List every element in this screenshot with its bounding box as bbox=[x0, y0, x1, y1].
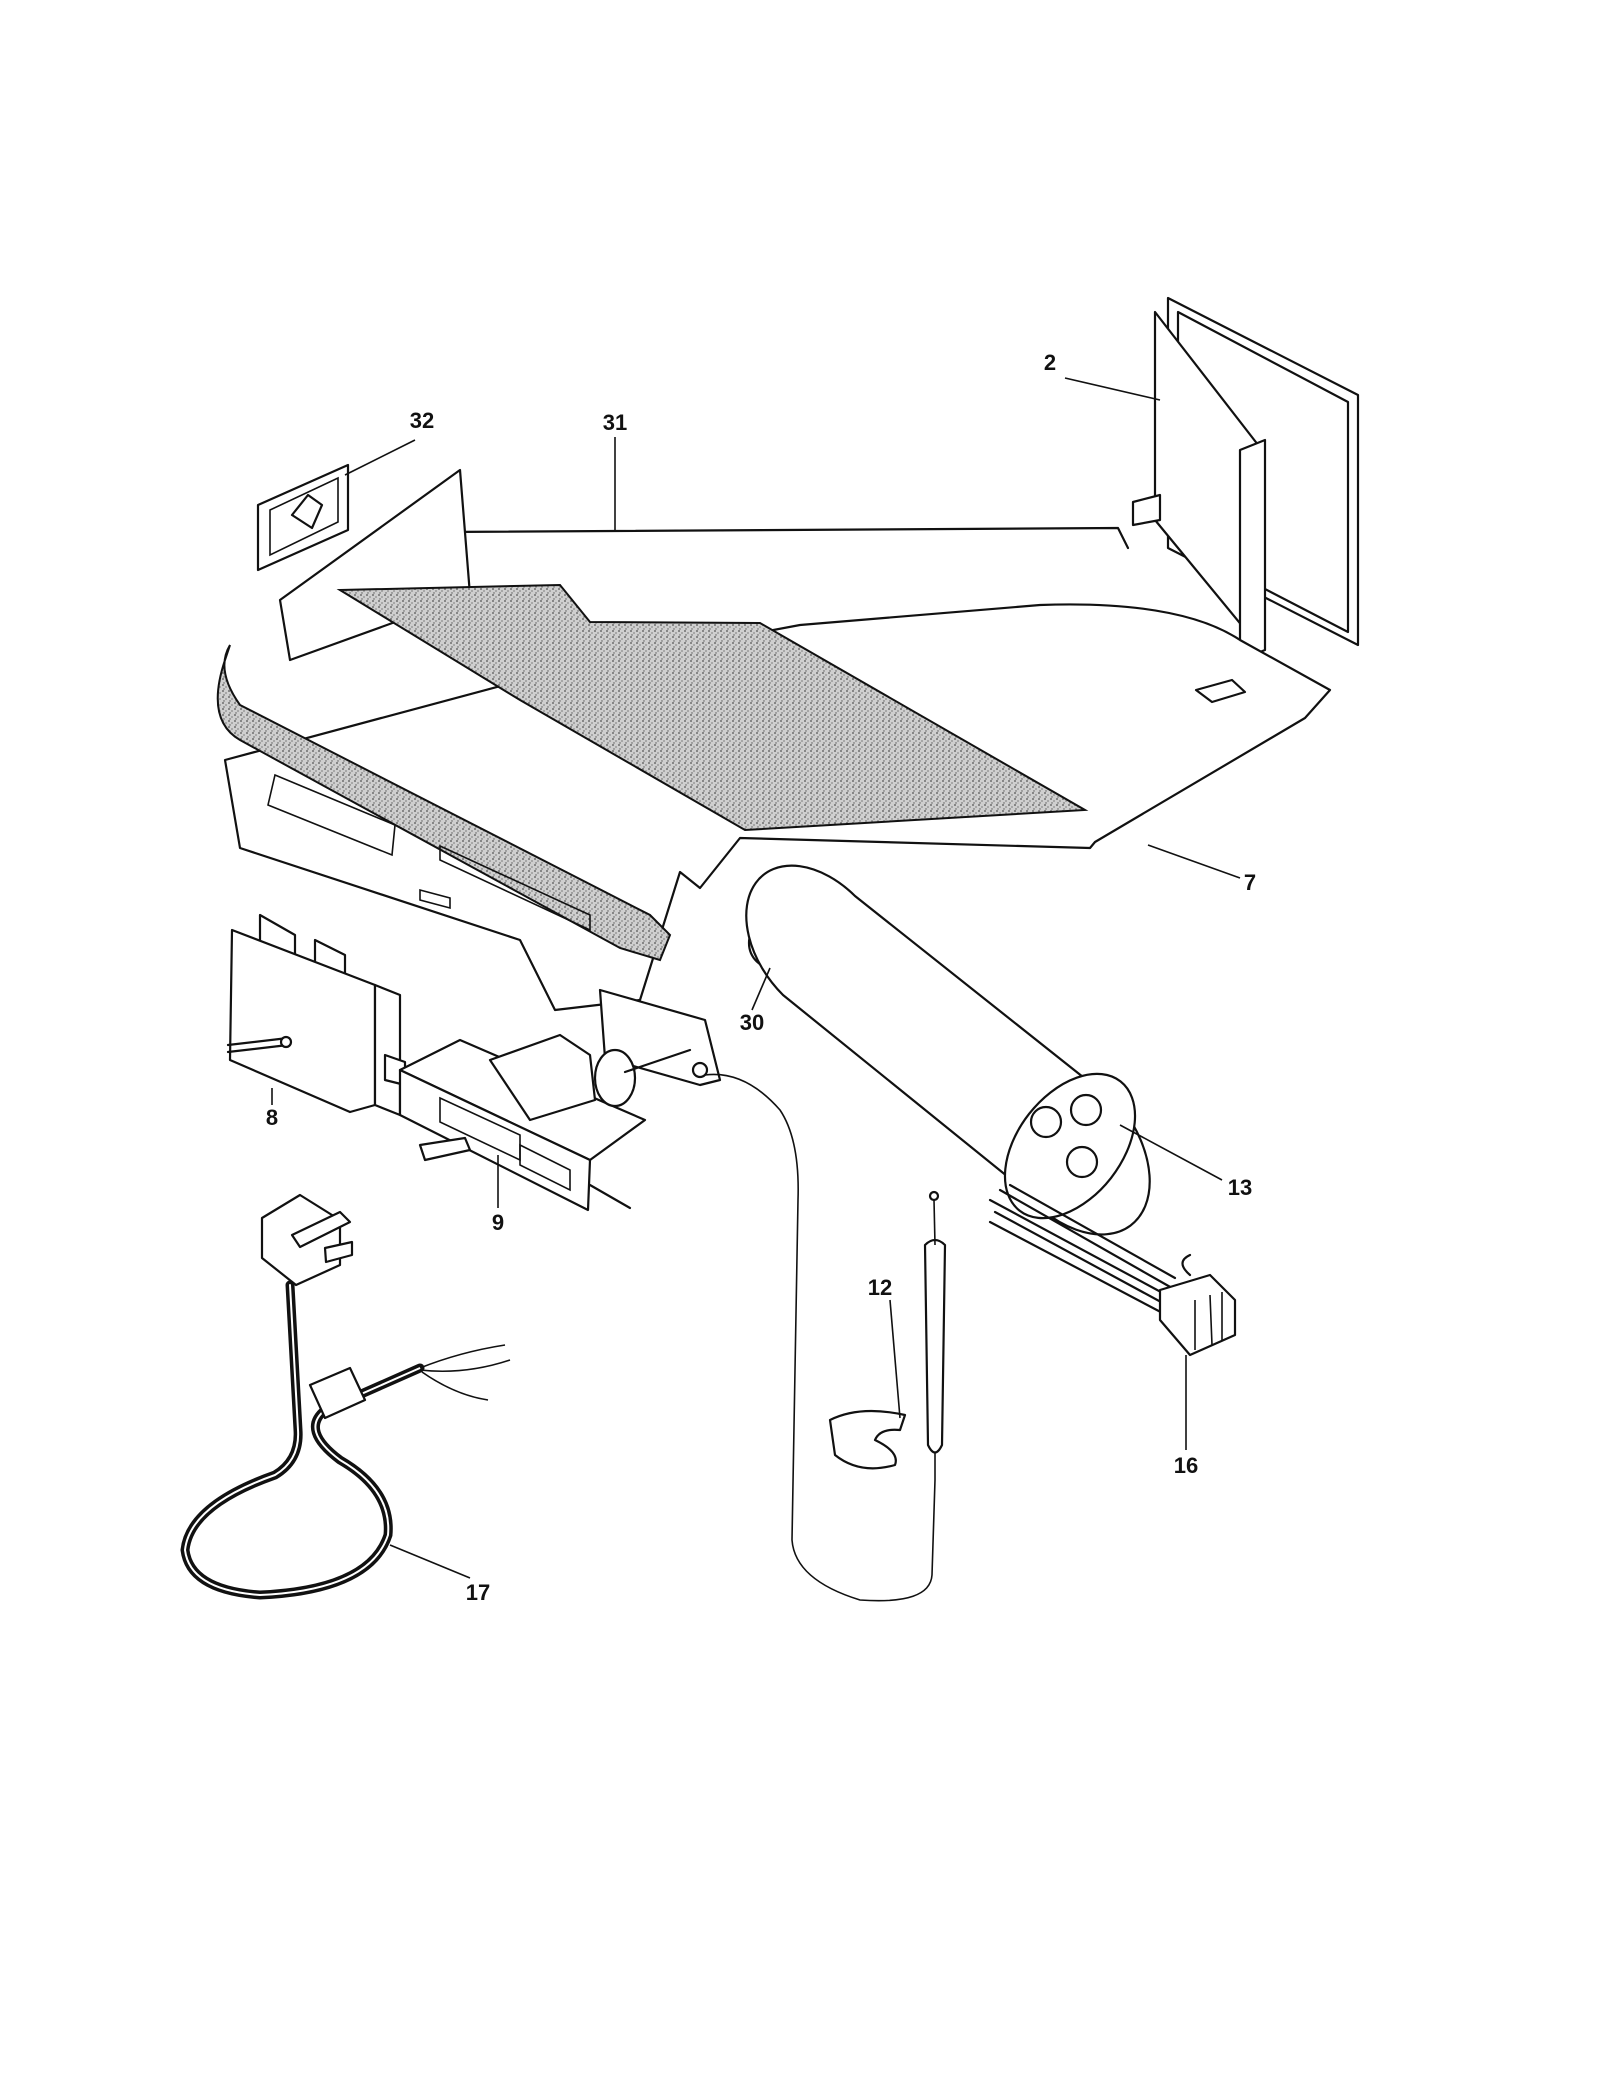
part-12-thermostat-sensor bbox=[704, 1073, 947, 1602]
part-13-capacitor bbox=[745, 864, 1151, 1236]
part-8-relay bbox=[226, 913, 407, 1117]
part-17-power-cord bbox=[180, 1193, 511, 1600]
callout-9: 9 bbox=[492, 1210, 504, 1235]
callout-2: 2 bbox=[1044, 350, 1056, 375]
callout-17: 17 bbox=[466, 1580, 490, 1605]
callout-13: 13 bbox=[1228, 1175, 1252, 1200]
callout-8: 8 bbox=[266, 1105, 278, 1130]
part-32-clip bbox=[256, 463, 350, 572]
part-9-switch bbox=[398, 1033, 692, 1212]
part-31-rod bbox=[438, 526, 1130, 554]
part-7-base-housing bbox=[216, 468, 1332, 1087]
callout-16: 16 bbox=[1174, 1453, 1198, 1478]
part-16-wiring-harness bbox=[988, 1183, 1237, 1357]
callout-30: 30 bbox=[740, 1010, 764, 1035]
callout-31: 31 bbox=[603, 410, 627, 435]
callout-7: 7 bbox=[1244, 870, 1256, 895]
leader-lines bbox=[271, 377, 1241, 1579]
part-2-filter-panel bbox=[1131, 296, 1360, 662]
callout-labels: 2 31 32 7 30 8 9 12 13 16 17 bbox=[266, 350, 1256, 1605]
callout-32: 32 bbox=[410, 408, 434, 433]
callout-12: 12 bbox=[868, 1275, 892, 1300]
